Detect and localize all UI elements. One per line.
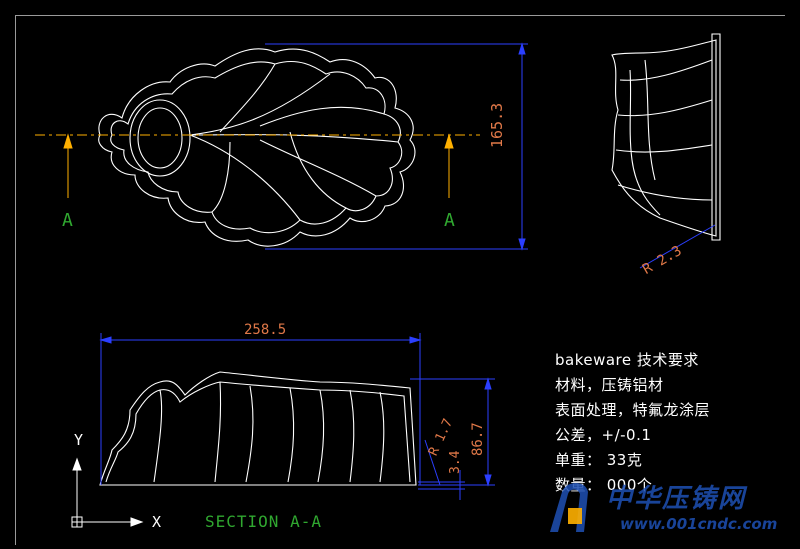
thickness-text: 3.4 <box>448 450 463 474</box>
ucs-icon <box>71 457 144 528</box>
top-view-rib-5 <box>259 106 385 127</box>
notes-surface: 表面处理，特氟龙涂层 <box>555 401 711 419</box>
top-view <box>98 48 416 247</box>
technical-requirements-notes: bakeware 技术要求 材料，压铸铝材 表面处理，特氟龙涂层 公差，+/-0… <box>555 348 790 498</box>
length-dimension <box>99 333 422 485</box>
section-outline-inner <box>105 381 411 483</box>
thickness-dimension <box>418 439 465 500</box>
watermark-name: 中华压铸网 <box>606 484 747 514</box>
top-view-rib-3 <box>189 134 301 221</box>
drawing-frame-top <box>15 15 785 16</box>
top-view-rib-8 <box>289 131 347 209</box>
section-view <box>99 371 417 486</box>
notes-tolerance: 公差，+/-0.1 <box>555 426 652 444</box>
notes-weight: 单重： 33克 <box>555 451 643 469</box>
top-view-rib-6 <box>259 139 377 197</box>
top-view-rib-2 <box>189 134 399 143</box>
top-view-outer-outline <box>98 48 416 247</box>
top-view-end-cup <box>129 99 191 177</box>
section-arrows <box>63 133 454 198</box>
top-view-rib-4 <box>219 63 276 133</box>
watermark-logo-icon <box>550 483 588 532</box>
length-dimension-text: 258.5 <box>244 322 287 338</box>
height-dimension-text: 165.3 <box>488 102 506 148</box>
drawing-frame-left <box>15 15 16 545</box>
section-marker-right: A <box>444 210 455 231</box>
side-view-rim <box>711 33 721 241</box>
side-view <box>611 33 721 241</box>
top-view-inner-outline <box>110 60 403 234</box>
notes-material: 材料，压铸铝材 <box>555 376 664 394</box>
depth-dimension <box>410 377 495 487</box>
watermark-url: www.001cndc.com <box>620 515 778 533</box>
top-view-end-cup-inner <box>137 107 183 169</box>
top-view-rib-1 <box>189 73 331 136</box>
section-outline-outer <box>99 371 417 486</box>
ucs-x-label: X <box>152 513 162 531</box>
height-dimension <box>265 42 528 251</box>
section-marker-left: A <box>62 210 73 231</box>
site-watermark: 中华压铸网 www.001cndc.com <box>540 470 790 545</box>
top-view-rib-7 <box>211 141 231 213</box>
section-title: SECTION A-A <box>205 512 322 531</box>
side-view-outline <box>611 39 717 237</box>
notes-title: bakeware 技术要求 <box>555 351 699 369</box>
ucs-y-label: Y <box>74 431 84 449</box>
depth-dimension-text: 86.7 <box>470 422 486 456</box>
side-radius-leader <box>639 224 716 269</box>
